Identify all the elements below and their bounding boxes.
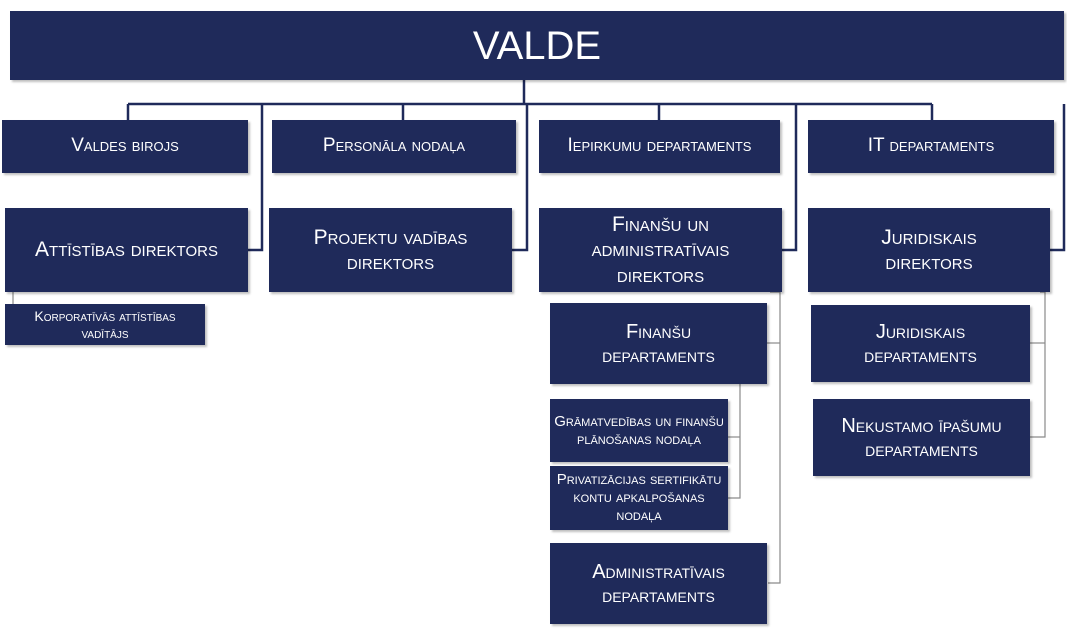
unit-finansu-dep: Finanšu departaments bbox=[550, 303, 767, 384]
dept-iepirkumu-label: Iepirkumu departaments bbox=[567, 135, 752, 157]
unit-korporativas-label: Korporatīvās attīstības vadītājs bbox=[34, 307, 176, 341]
unit-nekustamo: Nekustamo īpašumu departaments bbox=[813, 399, 1030, 476]
director-projektu-label: Projektu vadības direktors bbox=[313, 225, 468, 274]
unit-juridiskais-dep: Juridiskais departaments bbox=[811, 305, 1030, 382]
dept-iepirkumu: Iepirkumu departaments bbox=[539, 120, 780, 173]
director-attistibas-label: Attīstības direktors bbox=[35, 238, 218, 262]
dept-valdes-birojs: Valdes birojs bbox=[2, 120, 248, 173]
board-label: VALDE bbox=[472, 23, 602, 68]
unit-juridiskais-dep-label: Juridiskais departaments bbox=[864, 320, 977, 367]
unit-korporativas: Korporatīvās attīstības vadītājs bbox=[5, 304, 205, 345]
director-juridiskais-label: Juridiskais direktors bbox=[881, 225, 977, 274]
unit-finansu-dep-label: Finanšu departaments bbox=[602, 320, 715, 367]
dept-personala-label: Personāla nodaļa bbox=[322, 135, 466, 157]
conn-admin-branch bbox=[768, 291, 781, 584]
board-box: VALDE bbox=[10, 11, 1064, 80]
director-finansu-admin-label: Finanšu un administratīvais direktors bbox=[591, 213, 730, 287]
director-juridiskais: Juridiskais direktors bbox=[808, 208, 1050, 292]
unit-privatizacijas: Privatizācijas sertifikātu kontu apkalpo… bbox=[550, 466, 728, 530]
unit-gramatvedibas-label: Grāmatvedības un finanšu plānošanas noda… bbox=[554, 412, 724, 448]
conn-fin-sub bbox=[728, 384, 741, 499]
unit-privatizacijas-label: Privatizācijas sertifikātu kontu apkalpo… bbox=[556, 471, 722, 524]
dept-it-label: IT departaments bbox=[867, 135, 995, 157]
director-projektu: Projektu vadības direktors bbox=[269, 208, 512, 292]
dept-valdes-birojs-label: Valdes birojs bbox=[71, 135, 179, 157]
conn-finansu-admin bbox=[782, 104, 798, 252]
dept-it: IT departaments bbox=[808, 120, 1054, 173]
conn-projektu bbox=[512, 104, 529, 252]
conn-juridiskais bbox=[1050, 104, 1066, 252]
unit-administrativais: Administratīvais departaments bbox=[550, 543, 767, 624]
unit-administrativais-label: Administratīvais departaments bbox=[592, 560, 725, 607]
director-finansu-admin: Finanšu un administratīvais direktors bbox=[539, 208, 782, 292]
conn-attistibas bbox=[248, 104, 264, 252]
director-attistibas: Attīstības direktors bbox=[5, 208, 248, 292]
unit-nekustamo-label: Nekustamo īpašumu departaments bbox=[841, 414, 1002, 461]
dept-personala-nodala: Personāla nodaļa bbox=[272, 120, 516, 173]
conn-jur-branch bbox=[1030, 291, 1046, 438]
unit-gramatvedibas: Grāmatvedības un finanšu plānošanas noda… bbox=[550, 399, 728, 462]
